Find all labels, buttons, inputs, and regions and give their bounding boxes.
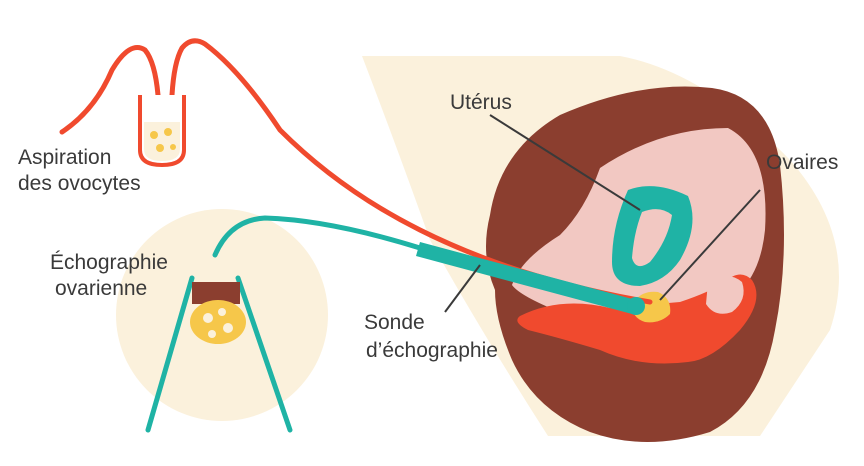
vaginal-canal — [517, 274, 757, 364]
oocyte-dot — [170, 144, 176, 150]
ultrasound-ovary-image — [190, 300, 246, 344]
label-sonde-line2: d’échographie — [366, 339, 498, 362]
uterus-cavity — [632, 209, 672, 267]
transducer-head — [192, 282, 240, 304]
label-aspiration-line1: Aspiration — [18, 146, 112, 169]
ovary-leader-line — [659, 189, 761, 301]
label-aspiration-line2: des ovocytes — [18, 172, 141, 195]
uterus-leader-line — [489, 114, 641, 211]
ultrasound-follicle — [208, 330, 216, 338]
ultrasound-cable — [212, 215, 423, 258]
oocyte-dot — [156, 144, 164, 152]
label-uterus: Utérus — [450, 91, 512, 114]
cervix-highlight — [706, 276, 744, 314]
label-echographie-line2: ovarienne — [55, 277, 148, 300]
oocyte-dot — [164, 128, 172, 136]
label-echographie-line1: Échographie — [50, 251, 168, 274]
ultrasound-follicle — [223, 323, 233, 333]
probe-leader-line — [444, 264, 481, 313]
ultrasound-follicle — [203, 313, 213, 323]
ultrasound-probe — [416, 242, 636, 314]
probe-tip — [627, 297, 645, 315]
test-tube-liquid — [144, 122, 180, 161]
label-ovaires: Ovaires — [766, 151, 839, 174]
label-sonde-line1: Sonde — [364, 311, 425, 334]
ultrasound-follicle — [218, 308, 226, 316]
ultrasound-fan-beam — [145, 275, 293, 433]
oocyte-dot — [150, 131, 158, 139]
